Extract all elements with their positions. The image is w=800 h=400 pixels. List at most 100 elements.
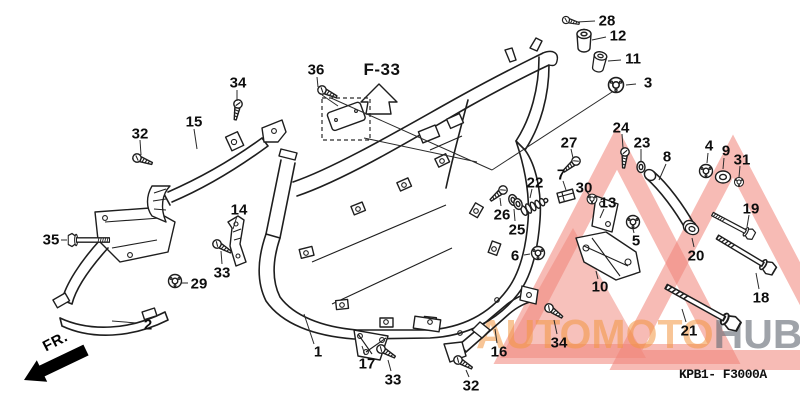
stay-bracket-14-drawing	[227, 215, 247, 267]
leader-line-part-20	[691, 237, 695, 248]
leader-line-part-8	[658, 163, 667, 181]
leader-line-part-17	[361, 345, 366, 356]
leader-line-part-1	[303, 313, 315, 345]
part-label-17: 17	[359, 356, 376, 373]
leader-line-part-26	[499, 197, 502, 207]
clamp-7-icon	[556, 188, 576, 204]
nut-31-icon	[733, 176, 745, 188]
leader-line-part-18	[755, 272, 760, 290]
bushing-9-icon	[714, 170, 732, 184]
rubber-mount-11-icon	[590, 50, 609, 74]
leader-line-part-32	[139, 139, 142, 156]
leader-line-part-16	[494, 328, 498, 344]
part-label-29: 29	[191, 276, 208, 293]
part-label-19: 19	[743, 201, 760, 218]
main-frame-drawing	[258, 37, 559, 340]
part-label-30: 30	[576, 180, 593, 197]
part-label-33: 33	[214, 265, 231, 282]
part-label-35: 35	[43, 232, 60, 249]
leader-line-part-3	[625, 83, 637, 86]
leader-line-part-33	[387, 359, 392, 372]
leader-line-part-22	[529, 188, 533, 199]
rubber-mount-12-icon	[576, 28, 592, 53]
part-label-27: 27	[561, 135, 578, 152]
front-direction-arrow-icon	[24, 344, 89, 382]
part-label-32: 32	[132, 126, 149, 143]
part-label-16: 16	[491, 344, 508, 361]
carrier-pipe-drawing	[146, 119, 287, 223]
bolt-28-icon	[561, 15, 581, 28]
f33-reference-drawing	[321, 83, 493, 171]
bolt-21-icon	[661, 279, 744, 334]
bolt-34b-icon	[542, 301, 566, 322]
part-label-15: 15	[186, 114, 203, 131]
leader-line-part-21	[681, 308, 687, 323]
part-label-33: 33	[385, 372, 402, 389]
part-label-34: 34	[551, 335, 568, 352]
part-label-22: 22	[527, 175, 544, 192]
part-label-5: 5	[632, 233, 640, 250]
leader-line-part-11	[607, 59, 622, 62]
logo-triangle-solid	[500, 228, 646, 358]
leader-line-part-31	[738, 165, 741, 178]
bolt-18-icon	[713, 230, 779, 278]
grommet-6-icon	[530, 245, 546, 261]
leader-line-part-36	[316, 76, 319, 88]
part-label-11: 11	[625, 51, 641, 68]
leader-line-part-6	[523, 253, 531, 256]
part-label-2: 2	[144, 317, 152, 334]
bolt-34a-icon	[230, 98, 244, 122]
engine-hanger-drawing	[575, 168, 698, 281]
part-label-32: 32	[463, 378, 480, 395]
leader-line-part-32	[465, 369, 470, 378]
leader-line-part-33	[220, 250, 223, 265]
nut-3-icon	[607, 76, 625, 94]
part-label-8: 8	[663, 149, 671, 166]
leader-line-part-30	[586, 191, 592, 198]
part-label-36: 36	[308, 62, 325, 79]
leader-line-part-28	[576, 20, 596, 23]
part-label-14: 14	[231, 202, 248, 219]
logo-triangle-outline-left	[493, 126, 741, 364]
part-label-6: 6	[511, 248, 519, 265]
leader-line-part-19	[746, 214, 750, 228]
leader-line-part-9	[722, 157, 725, 170]
part-label-20: 20	[688, 248, 705, 265]
part-label-21: 21	[681, 323, 698, 340]
washer-23-icon	[636, 160, 646, 174]
leader-line-part-14	[232, 215, 238, 230]
part-label-4: 4	[705, 138, 714, 155]
leader-line-part-12	[591, 36, 607, 41]
leader-line-part-10	[595, 270, 599, 280]
part-label-7: 7	[557, 167, 565, 184]
part-label-3: 3	[644, 75, 652, 92]
hardware-glyphs	[67, 15, 779, 373]
part-label-26: 26	[494, 207, 511, 224]
leader-line-part-24	[621, 133, 624, 149]
spring-bolt-22-icon	[520, 197, 549, 217]
leader-line-part-7	[562, 180, 567, 191]
leader-line-part-27	[570, 148, 574, 159]
part-label-28: 28	[599, 13, 616, 30]
leader-line-part-2	[111, 320, 138, 324]
logo-triangle-outline-right	[609, 134, 800, 370]
watermark-text-automoto: AUTOMOTO	[476, 311, 714, 357]
part-label-34: 34	[230, 75, 247, 92]
bolt-24-icon	[618, 146, 631, 170]
leader-line-part3	[491, 91, 613, 171]
part-label-31: 31	[734, 152, 751, 169]
nut-4-icon	[698, 163, 714, 179]
part-label-13: 13	[600, 195, 617, 212]
part-label-23: 23	[634, 135, 651, 152]
bolt-32a-icon	[130, 151, 155, 169]
leader-line-part-15	[193, 128, 198, 150]
leader-line-part-25	[513, 208, 516, 222]
part-label-18: 18	[753, 290, 770, 307]
part-label-25: 25	[509, 222, 526, 239]
leader-line-part-34	[553, 319, 558, 335]
